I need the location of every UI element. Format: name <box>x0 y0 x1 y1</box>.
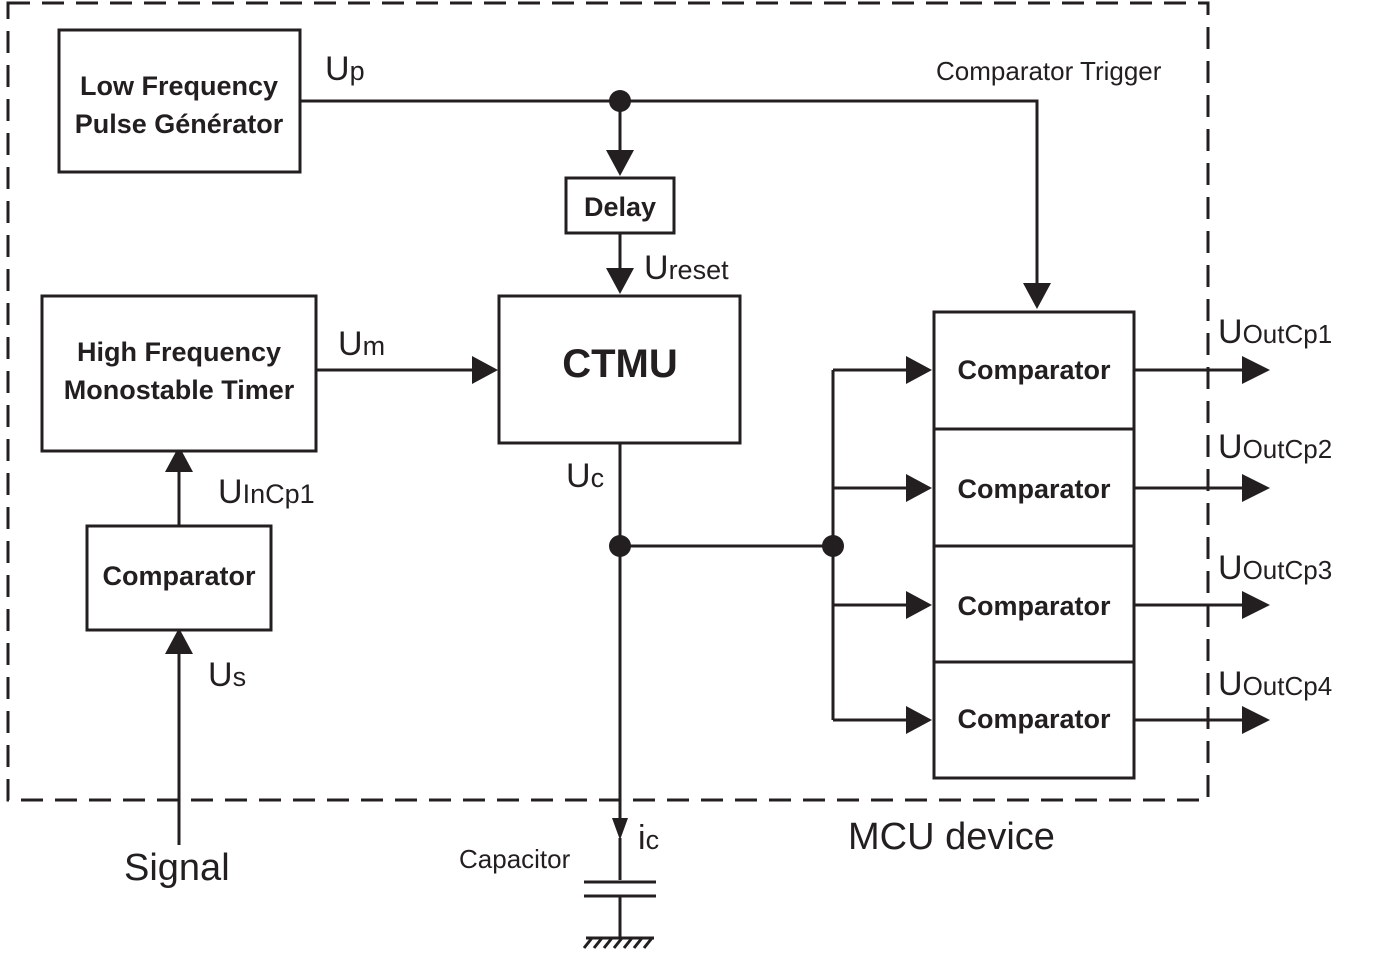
label-uoutcp2: UOutCp2 <box>1218 428 1332 466</box>
arrow-signal <box>165 628 193 654</box>
wire-up-bus <box>300 99 1039 285</box>
label-uincp1: UInCp1 <box>218 473 315 511</box>
ctmu-block <box>497 294 742 445</box>
comparator-bank-label-1: Comparator <box>957 355 1111 385</box>
comparator-bank-label-4: Comparator <box>957 704 1111 734</box>
label-uoutcp3: UOutCp3 <box>1218 549 1332 587</box>
junction-uc <box>609 535 631 557</box>
junction-up <box>609 90 631 112</box>
arrow-out-2 <box>1242 474 1270 502</box>
comparator-bank-block-3 <box>932 544 1136 664</box>
label-comparator-trigger: Comparator Trigger <box>936 56 1162 86</box>
label-ic: ic <box>638 819 659 857</box>
delay-label: Delay <box>584 192 656 222</box>
label-ureset: Ureset <box>644 249 729 287</box>
mcu-boundary <box>6 1 1210 802</box>
label-us: Us <box>208 656 246 694</box>
label-um: Um <box>338 325 385 363</box>
lf-generator-block <box>57 28 302 174</box>
lf-generator-line2: Pulse Générator <box>75 109 284 139</box>
label-up: Up <box>325 50 365 88</box>
junction-bank <box>822 535 844 557</box>
ctmu-label: CTMU <box>562 342 678 386</box>
label-uoutcp4: UOutCp4 <box>1218 665 1332 703</box>
comparator-bank-block-1 <box>932 310 1136 431</box>
label-capacitor: Capacitor <box>459 844 571 874</box>
ground-icon <box>582 936 654 949</box>
arrow-bank-in-4 <box>906 706 932 734</box>
arrow-out-3 <box>1242 591 1270 619</box>
arrow-comparator-trigger <box>1023 283 1051 309</box>
arrow-to-delay <box>606 150 634 176</box>
arrow-ic <box>612 818 628 840</box>
label-signal: Signal <box>124 847 230 889</box>
comparator-bank-label-2: Comparator <box>957 474 1111 504</box>
arrow-reset <box>606 268 634 294</box>
input-comparator-label: Comparator <box>102 561 256 591</box>
label-uoutcp1: UOutCp1 <box>1218 313 1332 351</box>
hf-timer-line1: High Frequency <box>77 337 281 367</box>
hf-timer-block <box>40 294 318 453</box>
comparator-bank-label-3: Comparator <box>957 591 1111 621</box>
input-comparator-block <box>85 524 273 632</box>
arrow-uincp1 <box>165 446 193 472</box>
arrow-um <box>472 356 498 384</box>
lf-generator-line1: Low Frequency <box>80 71 278 101</box>
label-mcu-device: MCU device <box>848 816 1055 858</box>
delay-block <box>564 176 676 235</box>
label-uc: Uc <box>566 457 604 495</box>
arrow-bank-in-3 <box>906 591 932 619</box>
arrow-out-4 <box>1242 706 1270 734</box>
comparator-bank-block-4 <box>932 660 1136 780</box>
arrow-bank-in-2 <box>906 474 932 502</box>
comparator-bank-block-2 <box>932 427 1136 548</box>
arrow-out-1 <box>1242 356 1270 384</box>
hf-timer-line2: Monostable Timer <box>64 375 295 405</box>
arrow-bank-in-1 <box>906 356 932 384</box>
